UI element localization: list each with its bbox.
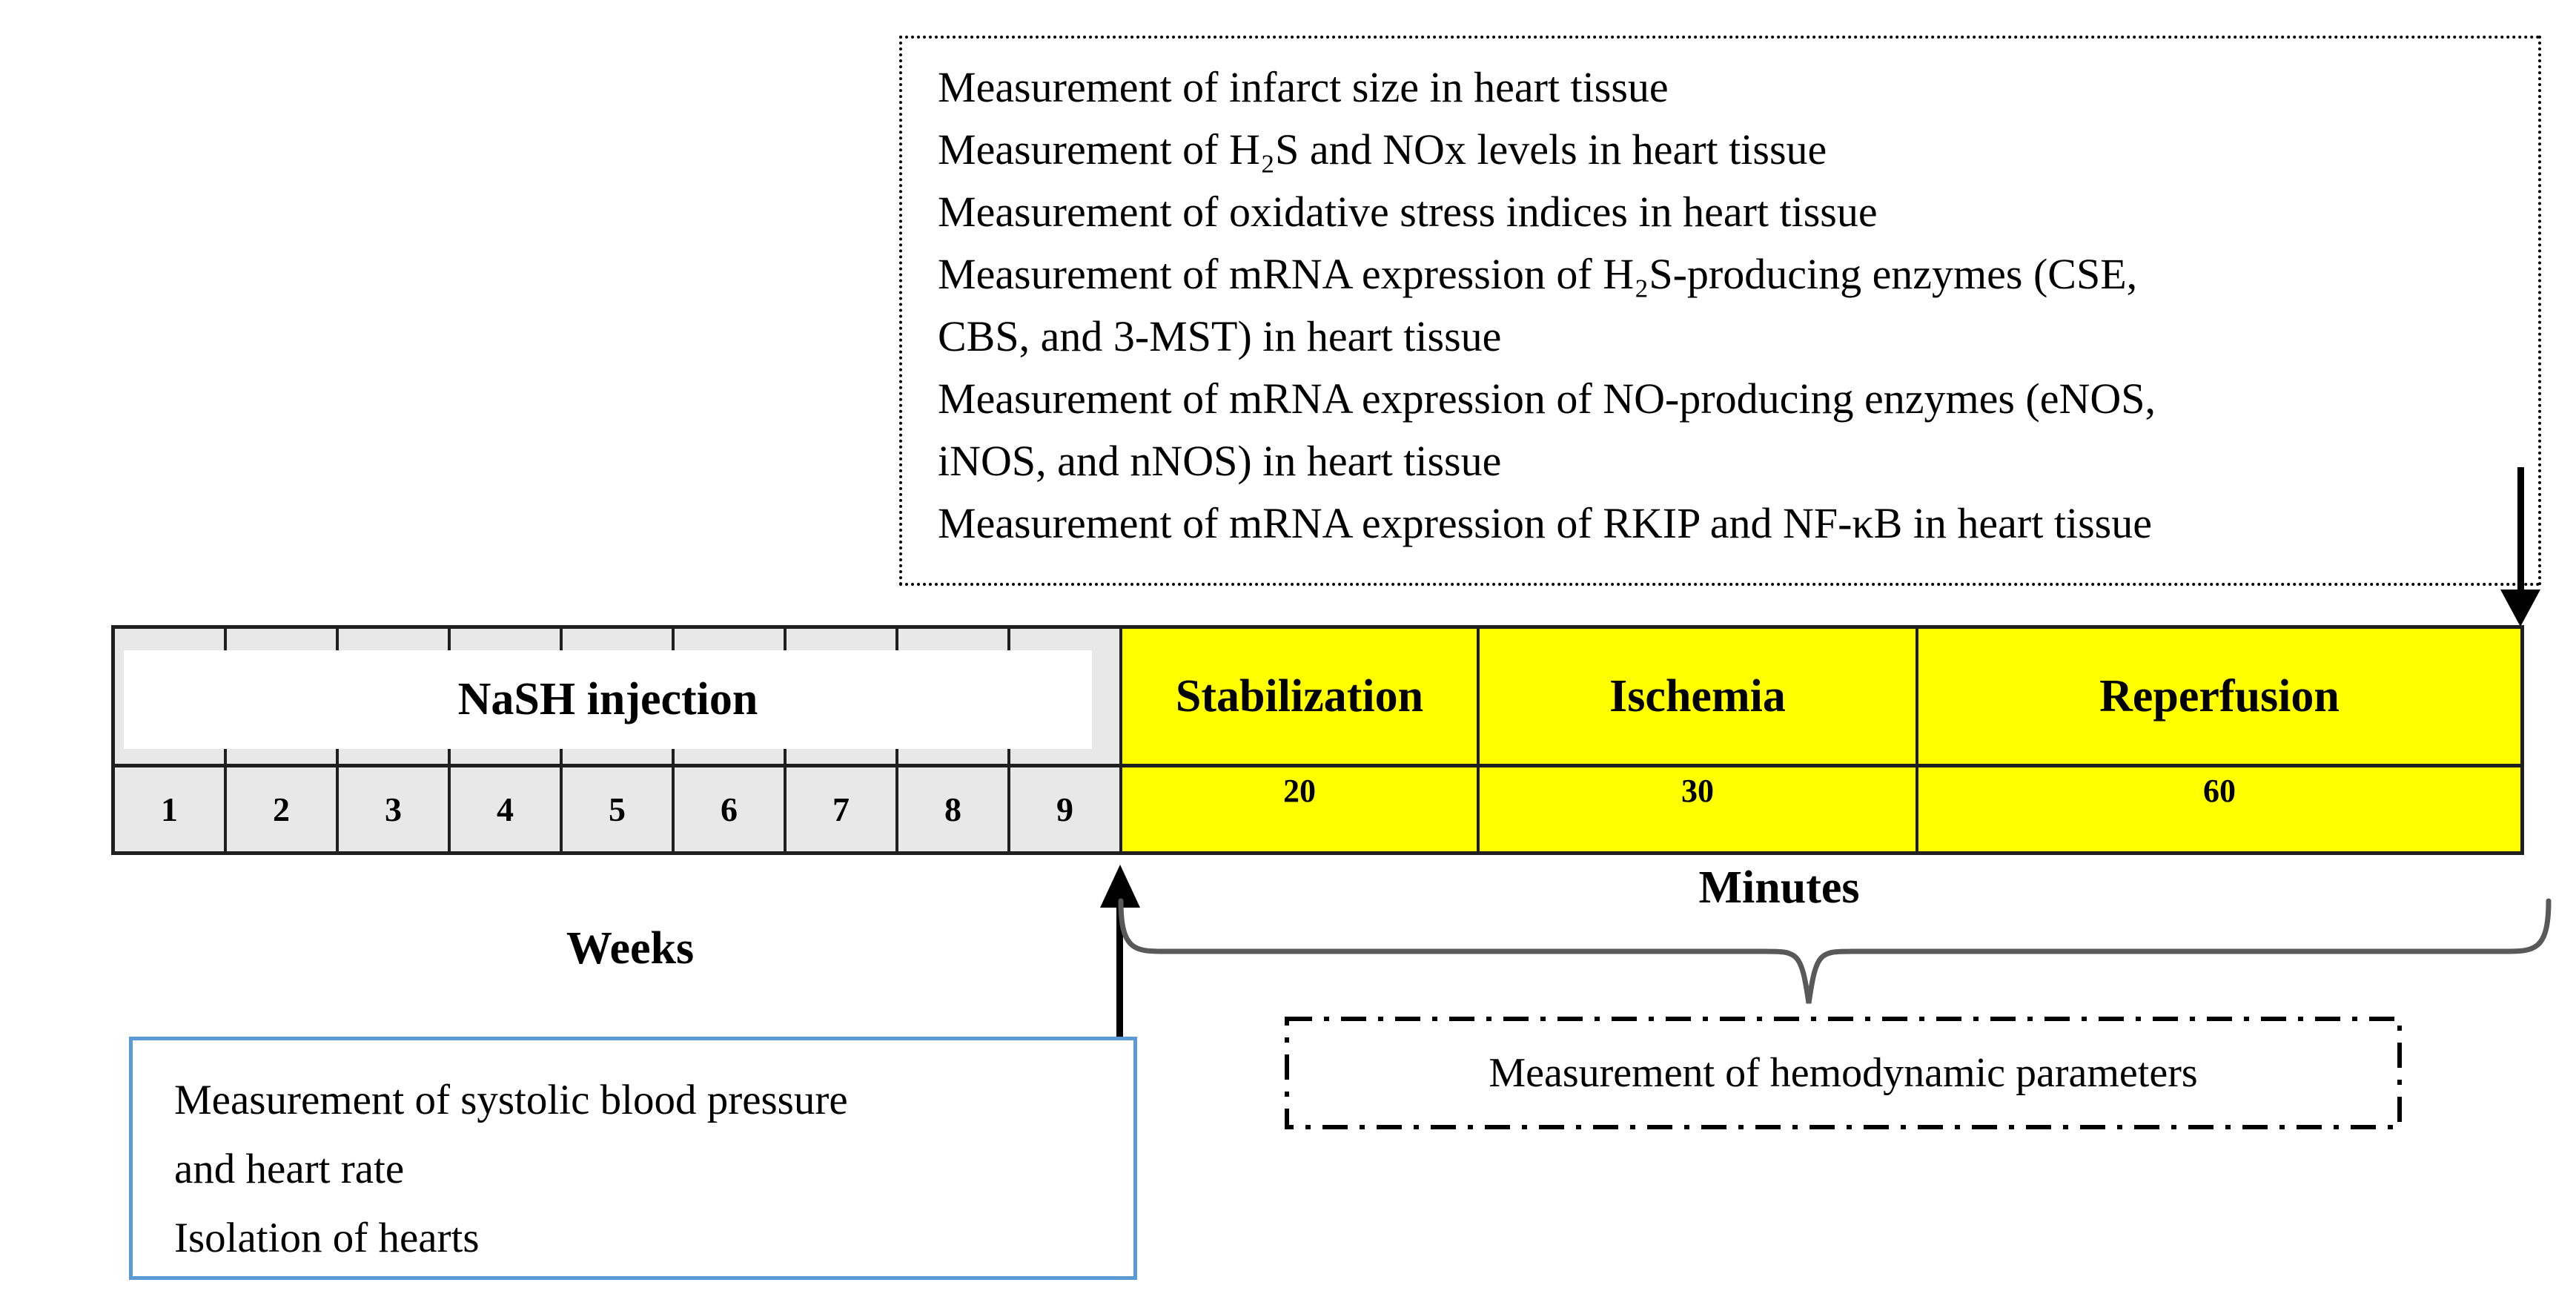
bp-box-line: Measurement of systolic blood pressure: [174, 1077, 848, 1123]
measurement-line: CBS, and 3-MST) in heart tissue: [938, 312, 1502, 360]
measurement-line: Measurement of infarct size in heart tis…: [938, 63, 1669, 111]
timeline-bottom-row: 1 2 3 4 5 6 7 8 9 20 30 60: [115, 767, 2520, 851]
bp-box-line: Isolation of hearts: [174, 1215, 480, 1261]
phase-reperfusion-label: Reperfusion: [1918, 629, 2520, 764]
timeline-top-row: Stabilization Ischemia Reperfusion NaSH …: [115, 629, 2520, 767]
week-number: 4: [451, 767, 563, 851]
phase-stabilization-label: Stabilization: [1122, 629, 1480, 764]
measurement-line: Measurement of oxidative stress indices …: [938, 188, 1878, 236]
blood-pressure-box: Measurement of systolic blood pressure a…: [129, 1037, 1137, 1280]
measurement-line: Measurement of mRNA expression of NO-pro…: [938, 374, 2156, 423]
curly-brace-icon: [1118, 898, 2552, 1004]
down-arrow-head-icon: [2500, 590, 2540, 627]
phase-ischemia-label: Ischemia: [1480, 629, 1918, 764]
bp-box-line: and heart rate: [174, 1146, 405, 1192]
phase-stabilization-duration: 20: [1122, 767, 1480, 851]
measurement-line: Measurement of H₂S and NOx levels in hea…: [938, 125, 1827, 174]
week-number: 1: [115, 767, 227, 851]
timeline-bar: Stabilization Ischemia Reperfusion NaSH …: [111, 625, 2524, 855]
week-number: 3: [339, 767, 451, 851]
weeks-axis-label: Weeks: [566, 923, 695, 974]
tissue-measurements-box: Measurement of infarct size in heart tis…: [899, 36, 2541, 586]
phase-reperfusion-duration: 60: [1918, 767, 2520, 851]
measurement-line: Measurement of mRNA expression of H₂S-pr…: [938, 250, 2138, 298]
nash-injection-box: NaSH injection: [124, 650, 1092, 749]
measurement-line: Measurement of mRNA expression of RKIP a…: [938, 499, 2152, 547]
phase-ischemia-duration: 30: [1480, 767, 1918, 851]
hemodynamic-box: Measurement of hemodynamic parameters: [1285, 1017, 2402, 1129]
week-number: 7: [787, 767, 898, 851]
minutes-axis-label: Minutes: [1698, 862, 1860, 913]
week-number: 8: [898, 767, 1010, 851]
down-arrow-icon: [2517, 467, 2524, 601]
week-number: 2: [227, 767, 339, 851]
measurement-line: iNOS, and nNOS) in heart tissue: [938, 437, 1502, 485]
week-number: 9: [1010, 767, 1122, 851]
dash-dot-border: [1285, 1017, 2402, 1129]
hemodynamic-box-text: Measurement of hemodynamic parameters: [1489, 1050, 2198, 1096]
week-number: 5: [563, 767, 675, 851]
week-number: 6: [675, 767, 787, 851]
up-arrow-icon: [1116, 906, 1123, 1038]
